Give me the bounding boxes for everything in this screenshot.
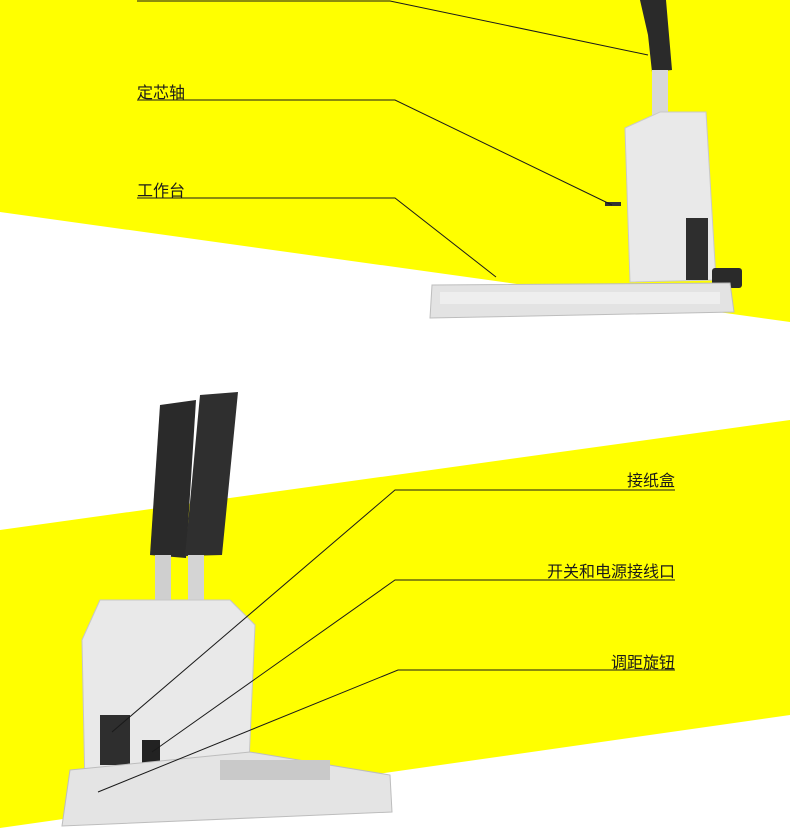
top-yellow-band bbox=[0, 0, 790, 322]
top-machine-handle bbox=[640, 0, 672, 72]
top-machine-shaft bbox=[652, 70, 668, 120]
bottom-binding-machine bbox=[61, 392, 393, 827]
label-paper-box: 接纸盒 bbox=[626, 471, 675, 490]
label-core-shaft: 定芯轴 bbox=[137, 83, 186, 102]
core-shaft-pin bbox=[605, 202, 621, 206]
leader-line-paper-box bbox=[111, 489, 675, 733]
label-power-port: 开关和电源接线口 bbox=[546, 562, 675, 581]
label-distance-knob: 调距旋钮 bbox=[610, 653, 675, 672]
paper-box-slot bbox=[100, 715, 130, 765]
leader-line-power-port bbox=[151, 579, 675, 753]
label-work-table: 工作台 bbox=[137, 181, 186, 200]
left-shaft bbox=[155, 555, 171, 600]
leader-line-knob bbox=[97, 669, 675, 793]
leader-line-work-table bbox=[137, 197, 497, 278]
leader-line-core-shaft bbox=[137, 99, 613, 206]
top-leader-lines bbox=[137, 0, 649, 278]
bottom-leader-lines bbox=[97, 489, 675, 793]
left-handle bbox=[150, 400, 196, 558]
top-binding-machine bbox=[429, 0, 742, 319]
right-handle bbox=[185, 392, 238, 556]
leader-line-handle bbox=[137, 0, 649, 56]
base-label-plate bbox=[220, 760, 330, 780]
paper-box-window bbox=[686, 218, 708, 280]
right-shaft bbox=[188, 555, 204, 600]
work-table-surface bbox=[440, 292, 720, 304]
